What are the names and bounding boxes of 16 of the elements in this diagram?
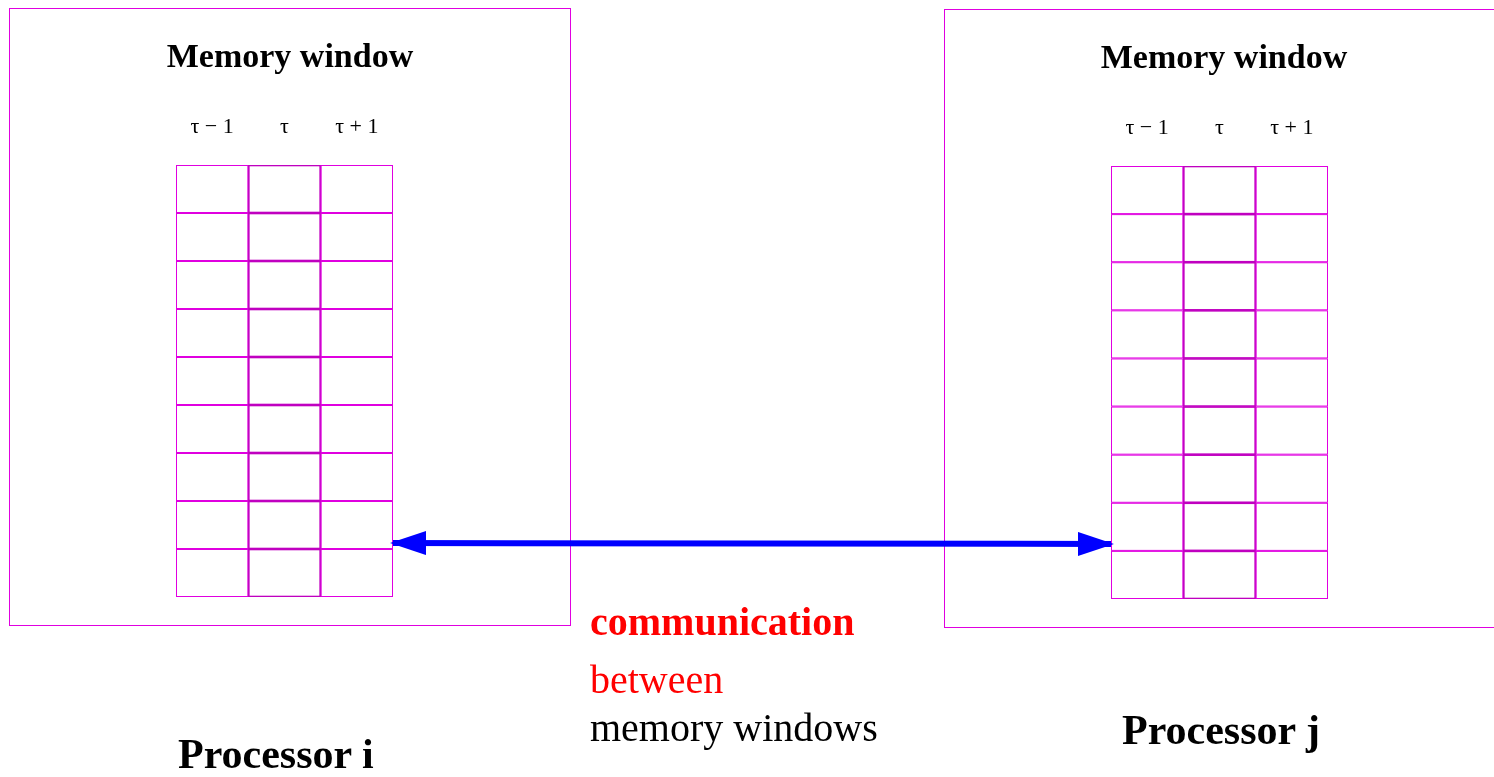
note-text: memory windows [590, 704, 878, 751]
processor-label: Processor i [178, 730, 374, 777]
window-title: Memory window [1100, 38, 1348, 76]
column-header: τ + 1 [1270, 114, 1314, 140]
window-title: Memory window [166, 37, 414, 75]
column-header: τ − 1 [1125, 114, 1169, 140]
double-arrow [390, 531, 1114, 556]
note-text: between [590, 656, 724, 703]
column-header: τ − 1 [190, 113, 234, 139]
column-header: τ [1215, 114, 1224, 140]
processor-label: Processor j [1122, 706, 1320, 754]
column-header: τ [280, 113, 289, 139]
processor-box [9, 8, 571, 626]
column-header: τ + 1 [335, 113, 379, 139]
note-text: communication [590, 598, 855, 645]
processor-box [944, 9, 1494, 628]
